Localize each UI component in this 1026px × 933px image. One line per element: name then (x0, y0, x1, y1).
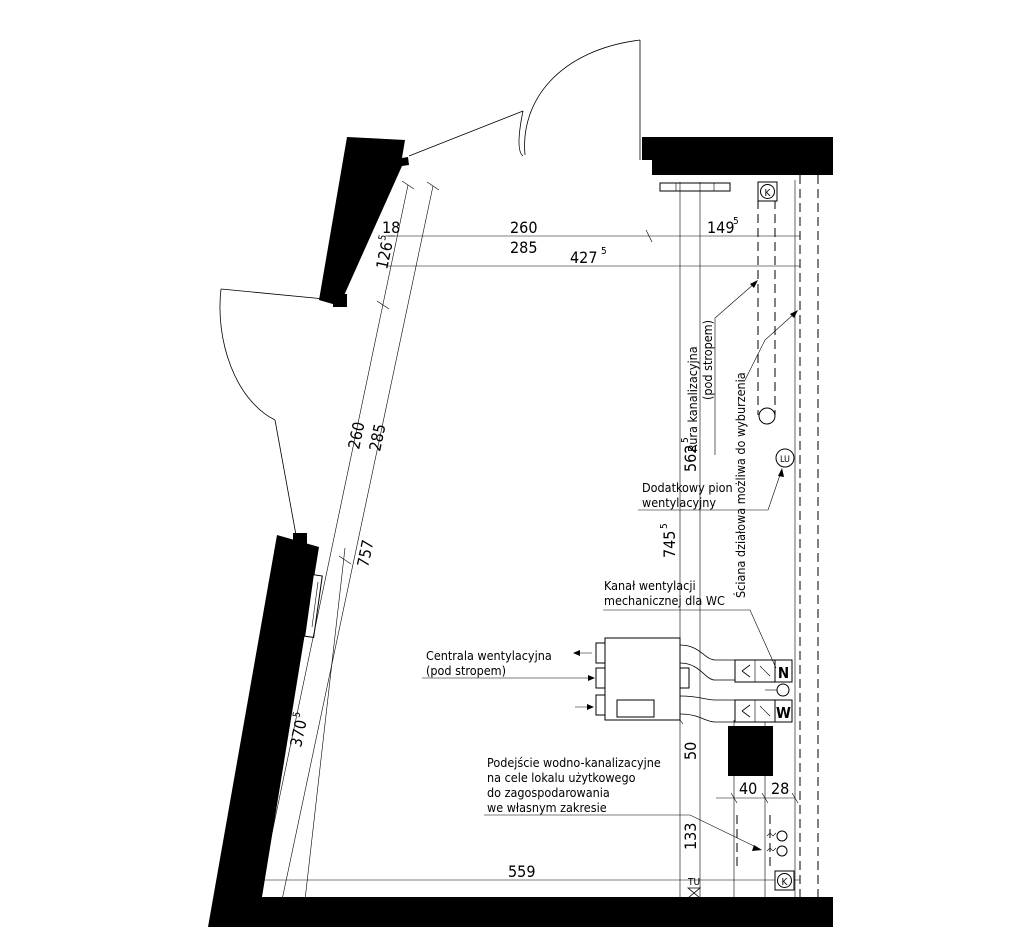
sewer-pipe (736, 200, 776, 870)
dim-285-diag: 285 (365, 422, 389, 453)
dim-427-sup: 5 (601, 246, 607, 257)
leader-lines (422, 280, 798, 851)
note-labels: Rura kanalizacyjna (pod stropem) Ściana … (426, 320, 748, 815)
air-handling-unit: N W (573, 637, 793, 723)
label-vent-riser-1: Dodatkowy pion (642, 480, 733, 495)
dim-28: 28 (771, 779, 789, 798)
wall-bottom-right-block (818, 900, 833, 927)
radiator-left (304, 574, 323, 638)
ahu-panel (616, 699, 655, 718)
door-top-swing-left (518, 110, 524, 157)
door-top-leaf-left (408, 110, 524, 157)
dim-133: 133 (681, 823, 700, 850)
shaft-block (728, 726, 773, 776)
walls (208, 137, 833, 927)
k-symbol-bottom: K (774, 870, 795, 891)
label-partition-wall: Ściana działowa możliwa do wyburzenia (733, 372, 748, 598)
lu-symbol-label: LU (780, 455, 790, 465)
w-label: W (776, 704, 791, 722)
label-water-3: do zagospodarowania (487, 785, 610, 800)
label-water-1: Podejście wodno-kanalizacyjne (487, 755, 661, 770)
dim-562: 562 (681, 445, 700, 472)
dim-18: 18 (382, 218, 400, 237)
label-wc-duct-1: Kanał wentylacji (604, 578, 696, 593)
dim-559: 559 (508, 862, 535, 881)
dim-562-sup: 5 (680, 437, 691, 443)
dim-427: 427 (570, 248, 597, 267)
n-label: N (778, 664, 789, 682)
dim-745-sup: 5 (659, 523, 670, 529)
tu-valve: TU (686, 877, 702, 899)
label-water-4: we własnym zakresie (487, 800, 607, 815)
wall-top-left-stub (333, 294, 347, 307)
radiator-top (659, 182, 731, 192)
label-sewer-pipe-2: (pod stropem) (700, 320, 715, 400)
water-symbols (766, 830, 788, 857)
door-left-swing-top (219, 288, 276, 421)
dim-745: 745 (660, 531, 679, 558)
wall-top-right (642, 137, 833, 175)
dim-757: 757 (353, 538, 377, 569)
dimension-texts: 18 260 149 5 285 427 5 126 5 260 285 757… (286, 216, 789, 881)
dim-370-sup: 5 (291, 711, 303, 719)
sewer-pipe-end (758, 407, 776, 425)
door-left-leaf-top (220, 288, 336, 301)
k-symbol-top-label: K (765, 188, 772, 199)
fixtures (304, 182, 731, 638)
top-dimension-lines (385, 229, 800, 267)
label-wc-duct-2: mechanicznej dla WC (604, 593, 725, 608)
dim-126-sup: 5 (377, 234, 389, 242)
dim-149-sup: 5 (733, 216, 739, 227)
lu-symbol: LU (775, 448, 795, 468)
leader-partition (744, 312, 796, 381)
label-vent-riser-2: wentylacyjny (642, 495, 716, 510)
wall-left-lower-stub (293, 533, 307, 544)
label-ahu-2: (pod stropem) (426, 663, 506, 678)
leader-water (484, 814, 759, 849)
k-symbol-top: K (757, 181, 778, 202)
dim-285-top: 285 (510, 238, 537, 257)
label-sewer-pipe-1: Rura kanalizacyjna (685, 346, 700, 452)
leader-sewer (714, 282, 756, 455)
k-symbol-bottom-label: K (782, 877, 789, 888)
dim-40: 40 (739, 779, 757, 798)
label-water-2: na cele lokalu użytkowego (487, 770, 636, 785)
diagonal-dimension-lines (257, 180, 440, 901)
dim-260-top: 260 (510, 218, 537, 237)
leader-vent-riser (638, 471, 782, 511)
leader-wc-duct (603, 609, 777, 669)
doors (219, 39, 641, 536)
door-top-swing-right (524, 39, 641, 156)
dim-149: 149 (707, 218, 734, 237)
tu-label: TU (687, 877, 700, 888)
label-ahu-1: Centrala wentylacyjna (426, 648, 552, 663)
wall-left-lower (208, 535, 833, 927)
dim-50: 50 (681, 742, 700, 760)
vertical-lines (679, 175, 819, 900)
wall-top-left (319, 137, 409, 307)
door-left-leaf-bottom (274, 419, 297, 536)
